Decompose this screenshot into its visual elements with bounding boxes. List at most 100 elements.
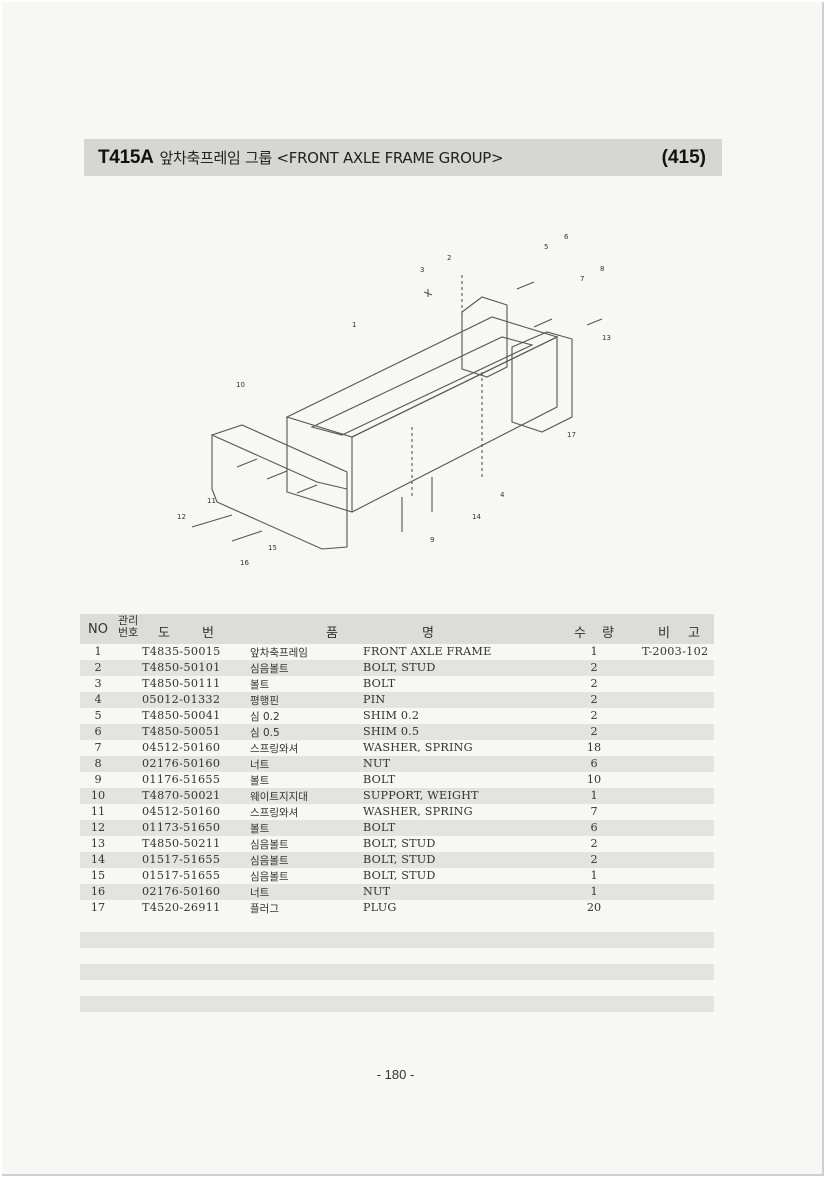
blank-row xyxy=(80,964,714,980)
callout-14: 14 xyxy=(472,513,481,521)
part-name-english: PLUG xyxy=(363,901,397,914)
quantity: 2 xyxy=(590,661,598,674)
callout-4: 4 xyxy=(500,491,505,499)
bolts-bottom xyxy=(191,477,433,542)
callout-15: 15 xyxy=(268,544,277,552)
part-number: 01173-51650 xyxy=(142,821,221,834)
part-number: 01517-51655 xyxy=(142,869,221,882)
header-no: NO xyxy=(88,622,108,637)
callout-8: 8 xyxy=(600,265,604,273)
weight-support xyxy=(211,434,348,550)
part-name-english: BOLT, STUD xyxy=(363,661,436,674)
frame-front-face xyxy=(351,336,558,513)
quantity: 6 xyxy=(590,757,598,770)
part-name-english: WASHER, SPRING xyxy=(363,805,473,818)
row-number: 9 xyxy=(94,773,102,786)
row-number: 8 xyxy=(94,757,102,770)
row-number: 6 xyxy=(94,725,102,738)
blank-row xyxy=(80,980,714,996)
title-bar: T415A 앞차축프레임 그룹 <FRONT AXLE FRAME GROUP>… xyxy=(84,139,722,176)
header-drawing-1: 도 xyxy=(158,626,170,641)
exploded-parts-diagram: 1 2 3 4 5 6 7 8 9 10 11 12 13 14 15 16 1… xyxy=(177,233,611,567)
part-name-korean: 스프링와셔 xyxy=(250,807,299,819)
blank-row xyxy=(80,916,714,932)
part-name-korean: 웨이트지지대 xyxy=(250,791,308,803)
part-number: 04512-50160 xyxy=(142,741,221,754)
part-name-korean: 평행핀 xyxy=(250,695,279,707)
header-qty-2: 량 xyxy=(602,626,614,641)
callout-17: 17 xyxy=(567,431,576,439)
group-number: (415) xyxy=(661,146,706,168)
callout-10: 10 xyxy=(236,381,245,389)
page-number: - 180 - xyxy=(376,1067,415,1082)
remark: T-2003-102 xyxy=(642,645,709,658)
quantity: 2 xyxy=(590,677,598,690)
table-row: 3 T4850-50111 볼트 BOLT 2 xyxy=(80,676,714,692)
part-name-english: BOLT, STUD xyxy=(363,853,436,866)
part-name-english: SUPPORT, WEIGHT xyxy=(363,789,479,802)
stud-bolts xyxy=(516,281,603,328)
part-name-english: NUT xyxy=(363,885,391,898)
part-number: 01176-51655 xyxy=(142,773,221,786)
part-number: T4850-50111 xyxy=(142,677,221,690)
row-number: 1 xyxy=(94,645,102,658)
callout-16: 16 xyxy=(240,559,249,567)
part-name-korean: 볼트 xyxy=(250,679,270,691)
frame-inner-floor xyxy=(310,336,534,436)
row-number: 4 xyxy=(94,693,102,706)
part-name-korean: 플러그 xyxy=(250,903,279,915)
part-name-english: WASHER, SPRING xyxy=(363,741,473,754)
callout-2: 2 xyxy=(447,254,451,262)
part-number: T4835-50015 xyxy=(142,645,221,658)
leader-lines xyxy=(411,275,483,497)
weight-support-top xyxy=(211,424,348,489)
part-name-korean: 심음볼트 xyxy=(250,855,289,867)
part-number: T4850-50051 xyxy=(142,725,221,738)
part-name-english: BOLT xyxy=(363,677,396,690)
part-name-korean: 심음볼트 xyxy=(250,663,289,675)
row-number: 17 xyxy=(90,901,106,914)
quantity: 10 xyxy=(586,773,602,786)
quantity: 2 xyxy=(590,709,598,722)
bolt-3 xyxy=(423,289,433,297)
blank-row xyxy=(80,932,714,948)
part-name-english: PIN xyxy=(363,693,386,706)
row-number: 13 xyxy=(90,837,106,850)
callout-9: 9 xyxy=(430,536,434,544)
part-name-english: SHIM 0.2 xyxy=(363,709,420,722)
callout-7: 7 xyxy=(580,275,584,283)
group-title: 앞차축프레임 그룹 <FRONT AXLE FRAME GROUP> xyxy=(159,149,504,167)
header-remark-1: 비 xyxy=(658,626,670,641)
header-drawing-2: 번 xyxy=(202,626,214,641)
row-number: 2 xyxy=(94,661,102,674)
header-remark-2: 고 xyxy=(688,626,700,641)
quantity: 2 xyxy=(590,725,598,738)
header-name-2: 명 xyxy=(422,626,434,641)
callout-11: 11 xyxy=(207,497,216,505)
quantity: 1 xyxy=(590,869,598,882)
table-header: NO 관리 번호 도 번 품 명 수 량 비 고 xyxy=(80,614,714,644)
part-name-korean: 너트 xyxy=(250,887,270,899)
quantity: 1 xyxy=(590,789,598,802)
part-name-korean: 스프링와셔 xyxy=(250,743,299,755)
part-name-korean: 심 0.2 xyxy=(250,711,280,723)
frame-side xyxy=(286,417,353,513)
row-number: 15 xyxy=(90,869,106,882)
row-number: 5 xyxy=(94,709,102,722)
row-number: 3 xyxy=(94,677,102,690)
quantity: 7 xyxy=(590,805,598,818)
header-mgmt-no: 관리 번호 xyxy=(118,614,139,639)
